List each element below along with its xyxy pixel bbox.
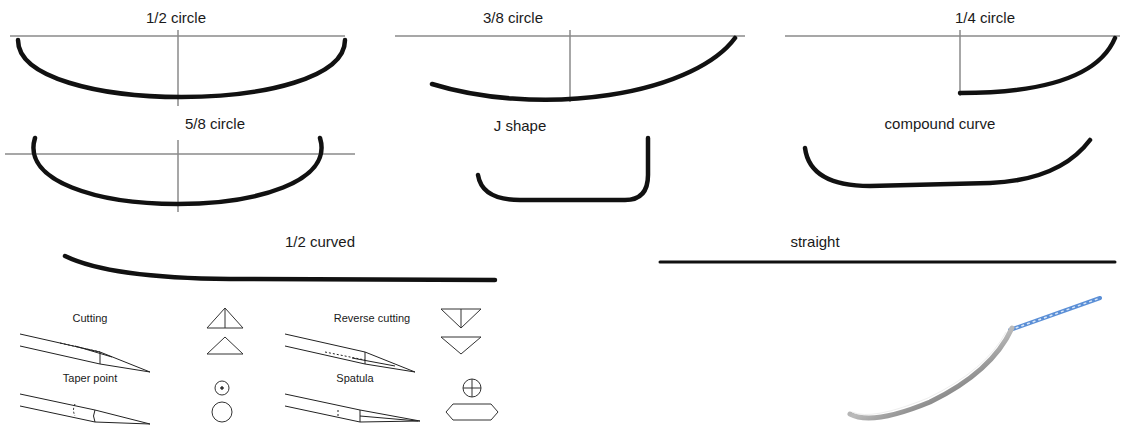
threaded-needle <box>850 298 1100 418</box>
j-shape-needle <box>478 138 648 200</box>
point-label: Reverse cutting <box>332 312 412 324</box>
shape-label: straight <box>788 234 841 251</box>
shape-label: compound curve <box>883 116 998 133</box>
guide-lines <box>5 30 1120 212</box>
half-circle-needle <box>18 40 345 97</box>
shape-label: 1/2 curved <box>283 234 357 251</box>
three-eighths-needle <box>432 38 735 100</box>
point-label: Cutting <box>71 312 110 324</box>
compound-curve-needle <box>805 140 1090 186</box>
shape-label: 3/8 circle <box>481 10 545 27</box>
cross-section-symbols <box>207 308 498 422</box>
five-eighths-needle <box>33 138 321 204</box>
shape-label: 1/4 circle <box>953 10 1017 27</box>
point-label: Spatula <box>334 372 375 384</box>
quarter-circle-needle <box>960 38 1115 93</box>
half-curved-needle <box>65 256 495 280</box>
shape-label: 1/2 circle <box>144 10 208 27</box>
point-label: Taper point <box>61 372 119 384</box>
needle-curves <box>18 38 1115 280</box>
point-sketches <box>20 334 420 424</box>
straight-needle <box>660 261 1115 264</box>
shape-label: J shape <box>492 118 549 135</box>
shape-label: 5/8 circle <box>183 116 247 133</box>
